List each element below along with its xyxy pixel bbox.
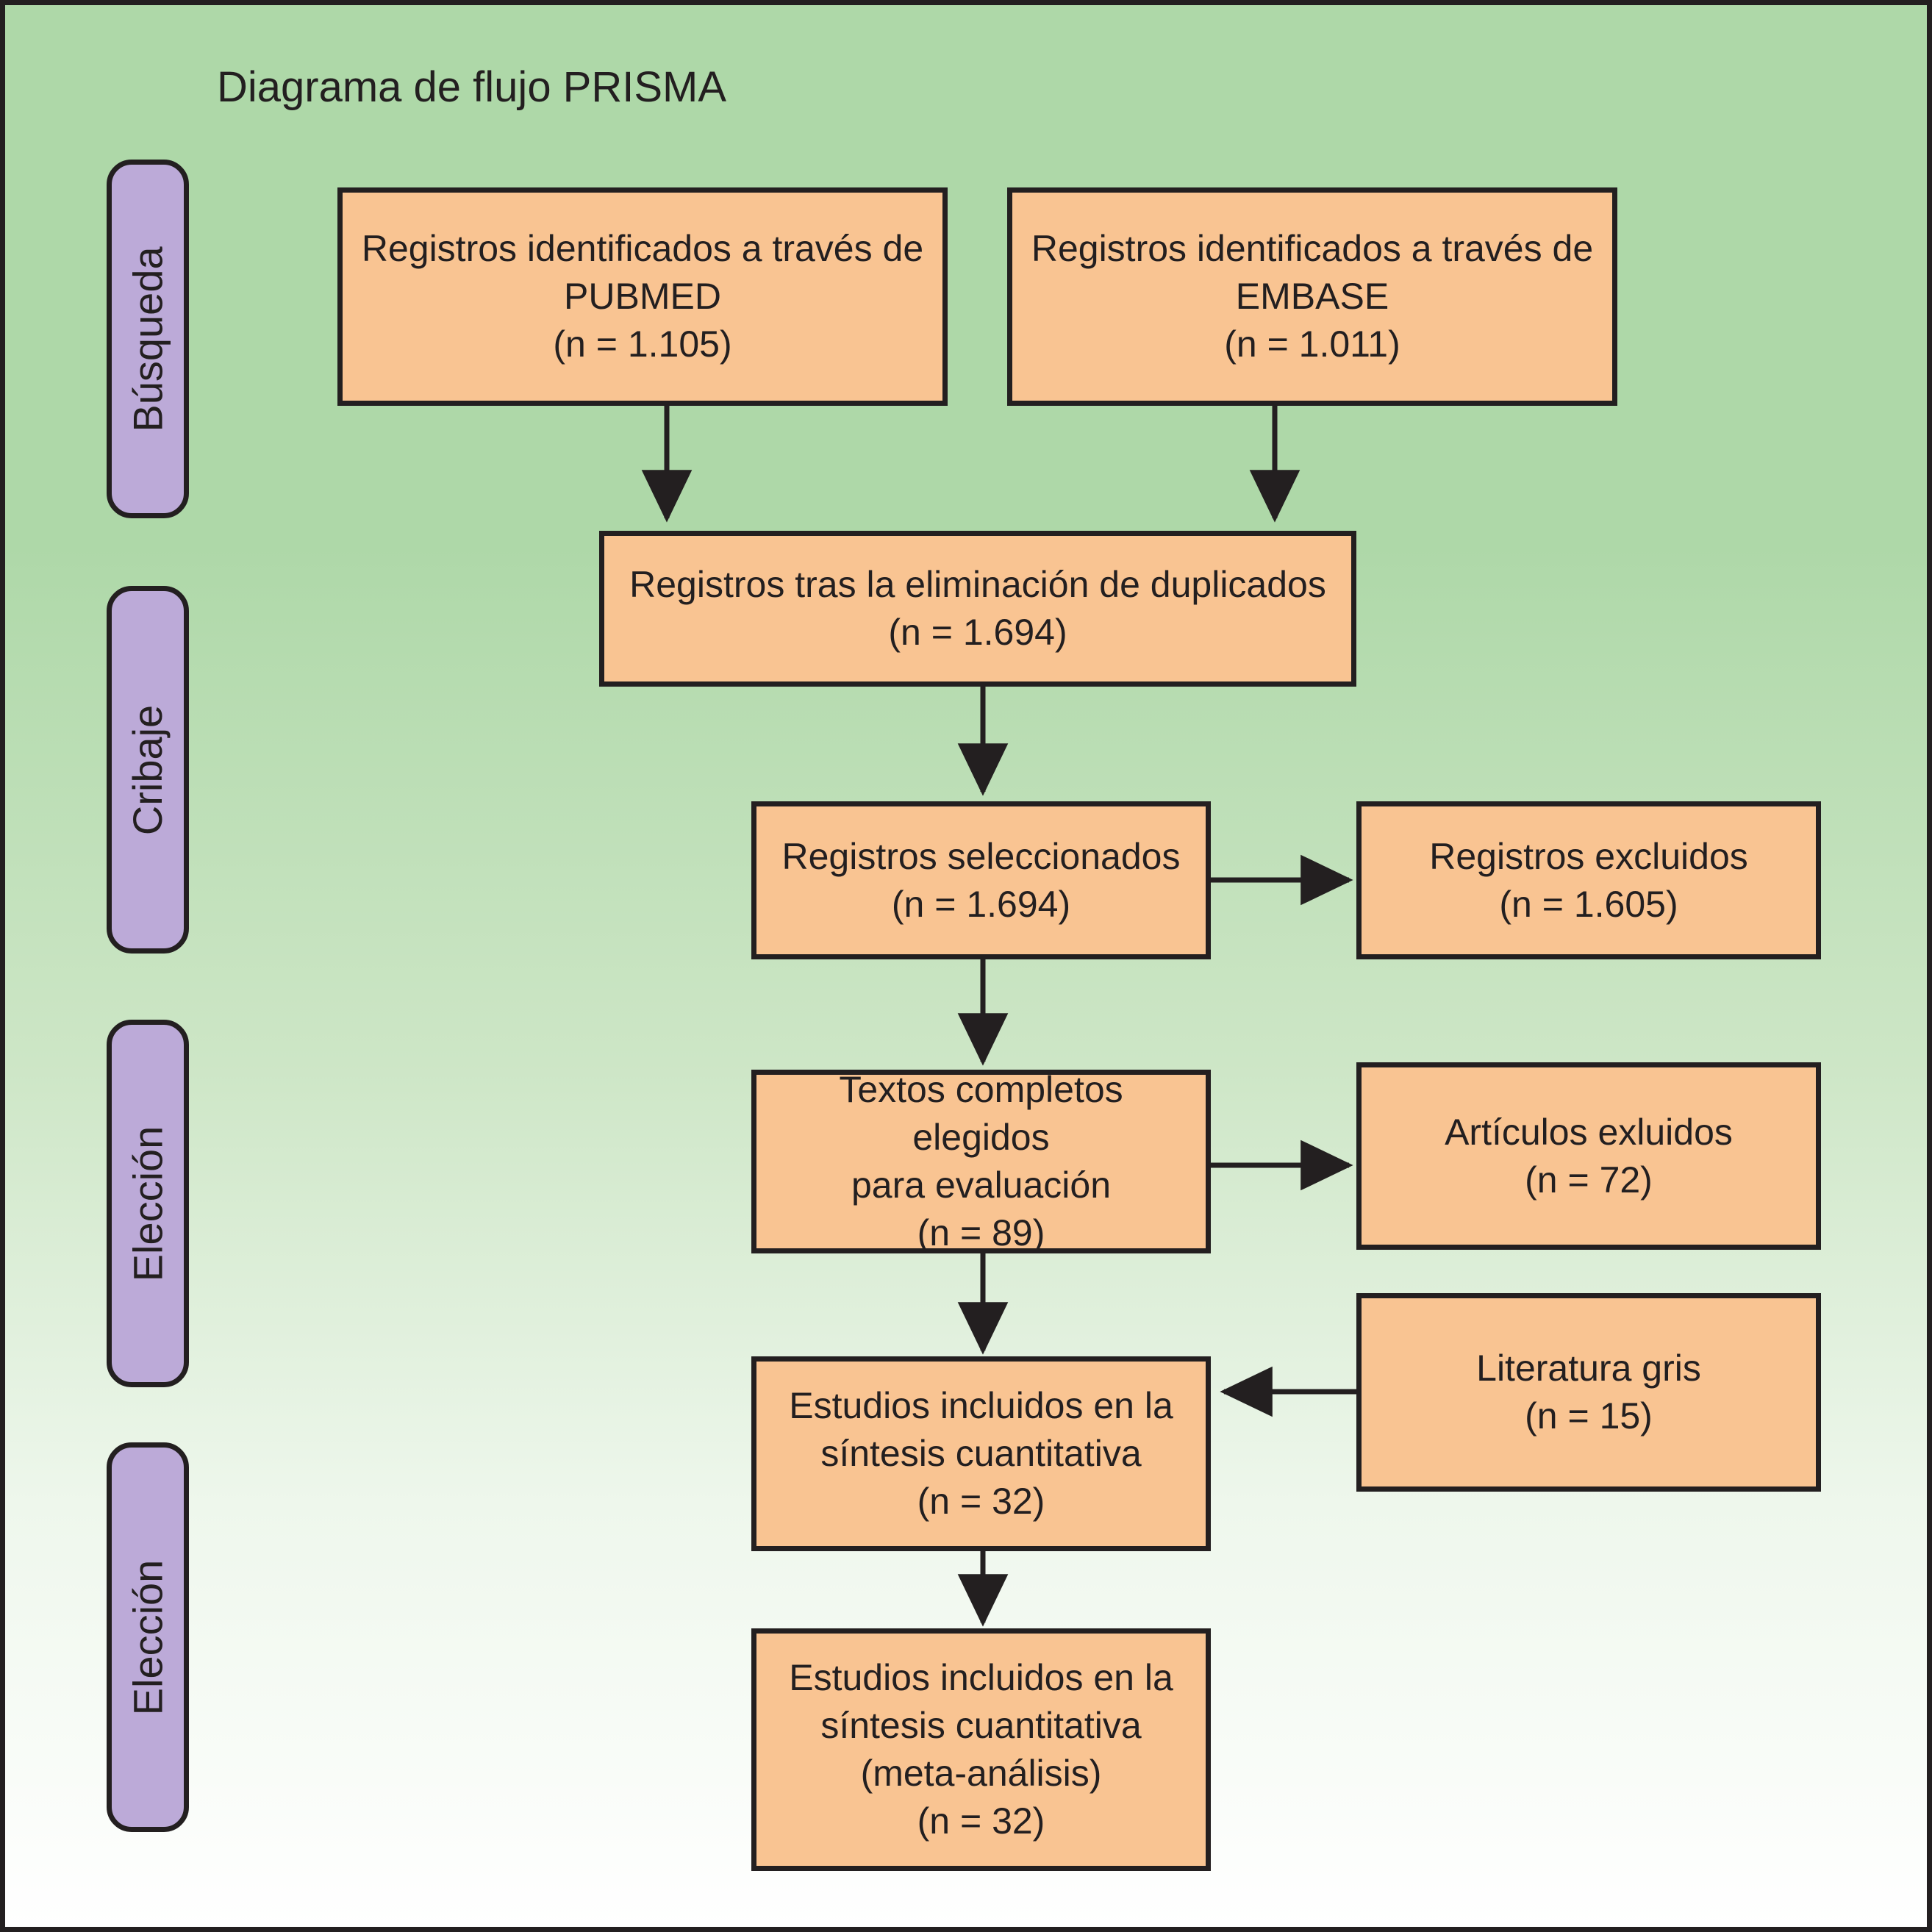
box-included-quantitative-text: Estudios incluidos en la síntesis cuanti… [789, 1385, 1173, 1522]
box-pubmed-records-text: Registros identificados a través de PUBM… [361, 228, 924, 365]
stage-label-eleccion-2: Elección [124, 1559, 171, 1715]
box-duplicates-removed: Registros tras la eliminación de duplica… [599, 531, 1356, 687]
box-included-meta-analysis-text: Estudios incluidos en la síntesis cuanti… [789, 1657, 1173, 1842]
flow-connectors [641, 404, 1358, 1627]
box-included-quantitative: Estudios incluidos en la síntesis cuanti… [751, 1356, 1211, 1551]
box-records-screened: Registros seleccionados (n = 1.694) [751, 801, 1211, 959]
box-embase-records: Registros identificados a través de EMBA… [1007, 187, 1617, 406]
box-records-screened-text: Registros seleccionados (n = 1.694) [781, 835, 1181, 925]
box-duplicates-removed-text: Registros tras la eliminación de duplica… [629, 564, 1326, 653]
stage-pill-eleccion-1: Elección [107, 1020, 189, 1387]
box-fulltext-assessed-text: Textos completos elegidos para evaluació… [839, 1069, 1123, 1253]
stage-pill-busqueda: Búsqueda [107, 160, 189, 518]
box-pubmed-records: Registros identificados a través de PUBM… [337, 187, 948, 406]
stage-pill-cribaje: Cribaje [107, 586, 189, 954]
box-fulltext-assessed: Textos completos elegidos para evaluació… [751, 1069, 1211, 1253]
box-records-excluded-text: Registros excluidos (n = 1.605) [1429, 835, 1748, 925]
box-records-excluded: Registros excluidos (n = 1.605) [1356, 801, 1821, 959]
stage-label-cribaje: Cribaje [124, 704, 171, 835]
box-articles-excluded: Artículos exluidos (n = 72) [1356, 1062, 1821, 1250]
page-title: Diagrama de flujo PRISMA [217, 63, 727, 111]
box-grey-literature-text: Literatura gris (n = 15) [1476, 1348, 1701, 1437]
box-included-meta-analysis: Estudios incluidos en la síntesis cuanti… [751, 1628, 1211, 1871]
stage-label-busqueda: Búsqueda [124, 246, 171, 432]
box-articles-excluded-text: Artículos exluidos (n = 72) [1445, 1111, 1733, 1201]
stage-label-eleccion-1: Elección [124, 1126, 171, 1281]
stage-pill-eleccion-2: Elección [107, 1442, 189, 1832]
box-grey-literature: Literatura gris (n = 15) [1356, 1293, 1821, 1492]
box-embase-records-text: Registros identificados a través de EMBA… [1031, 228, 1594, 365]
